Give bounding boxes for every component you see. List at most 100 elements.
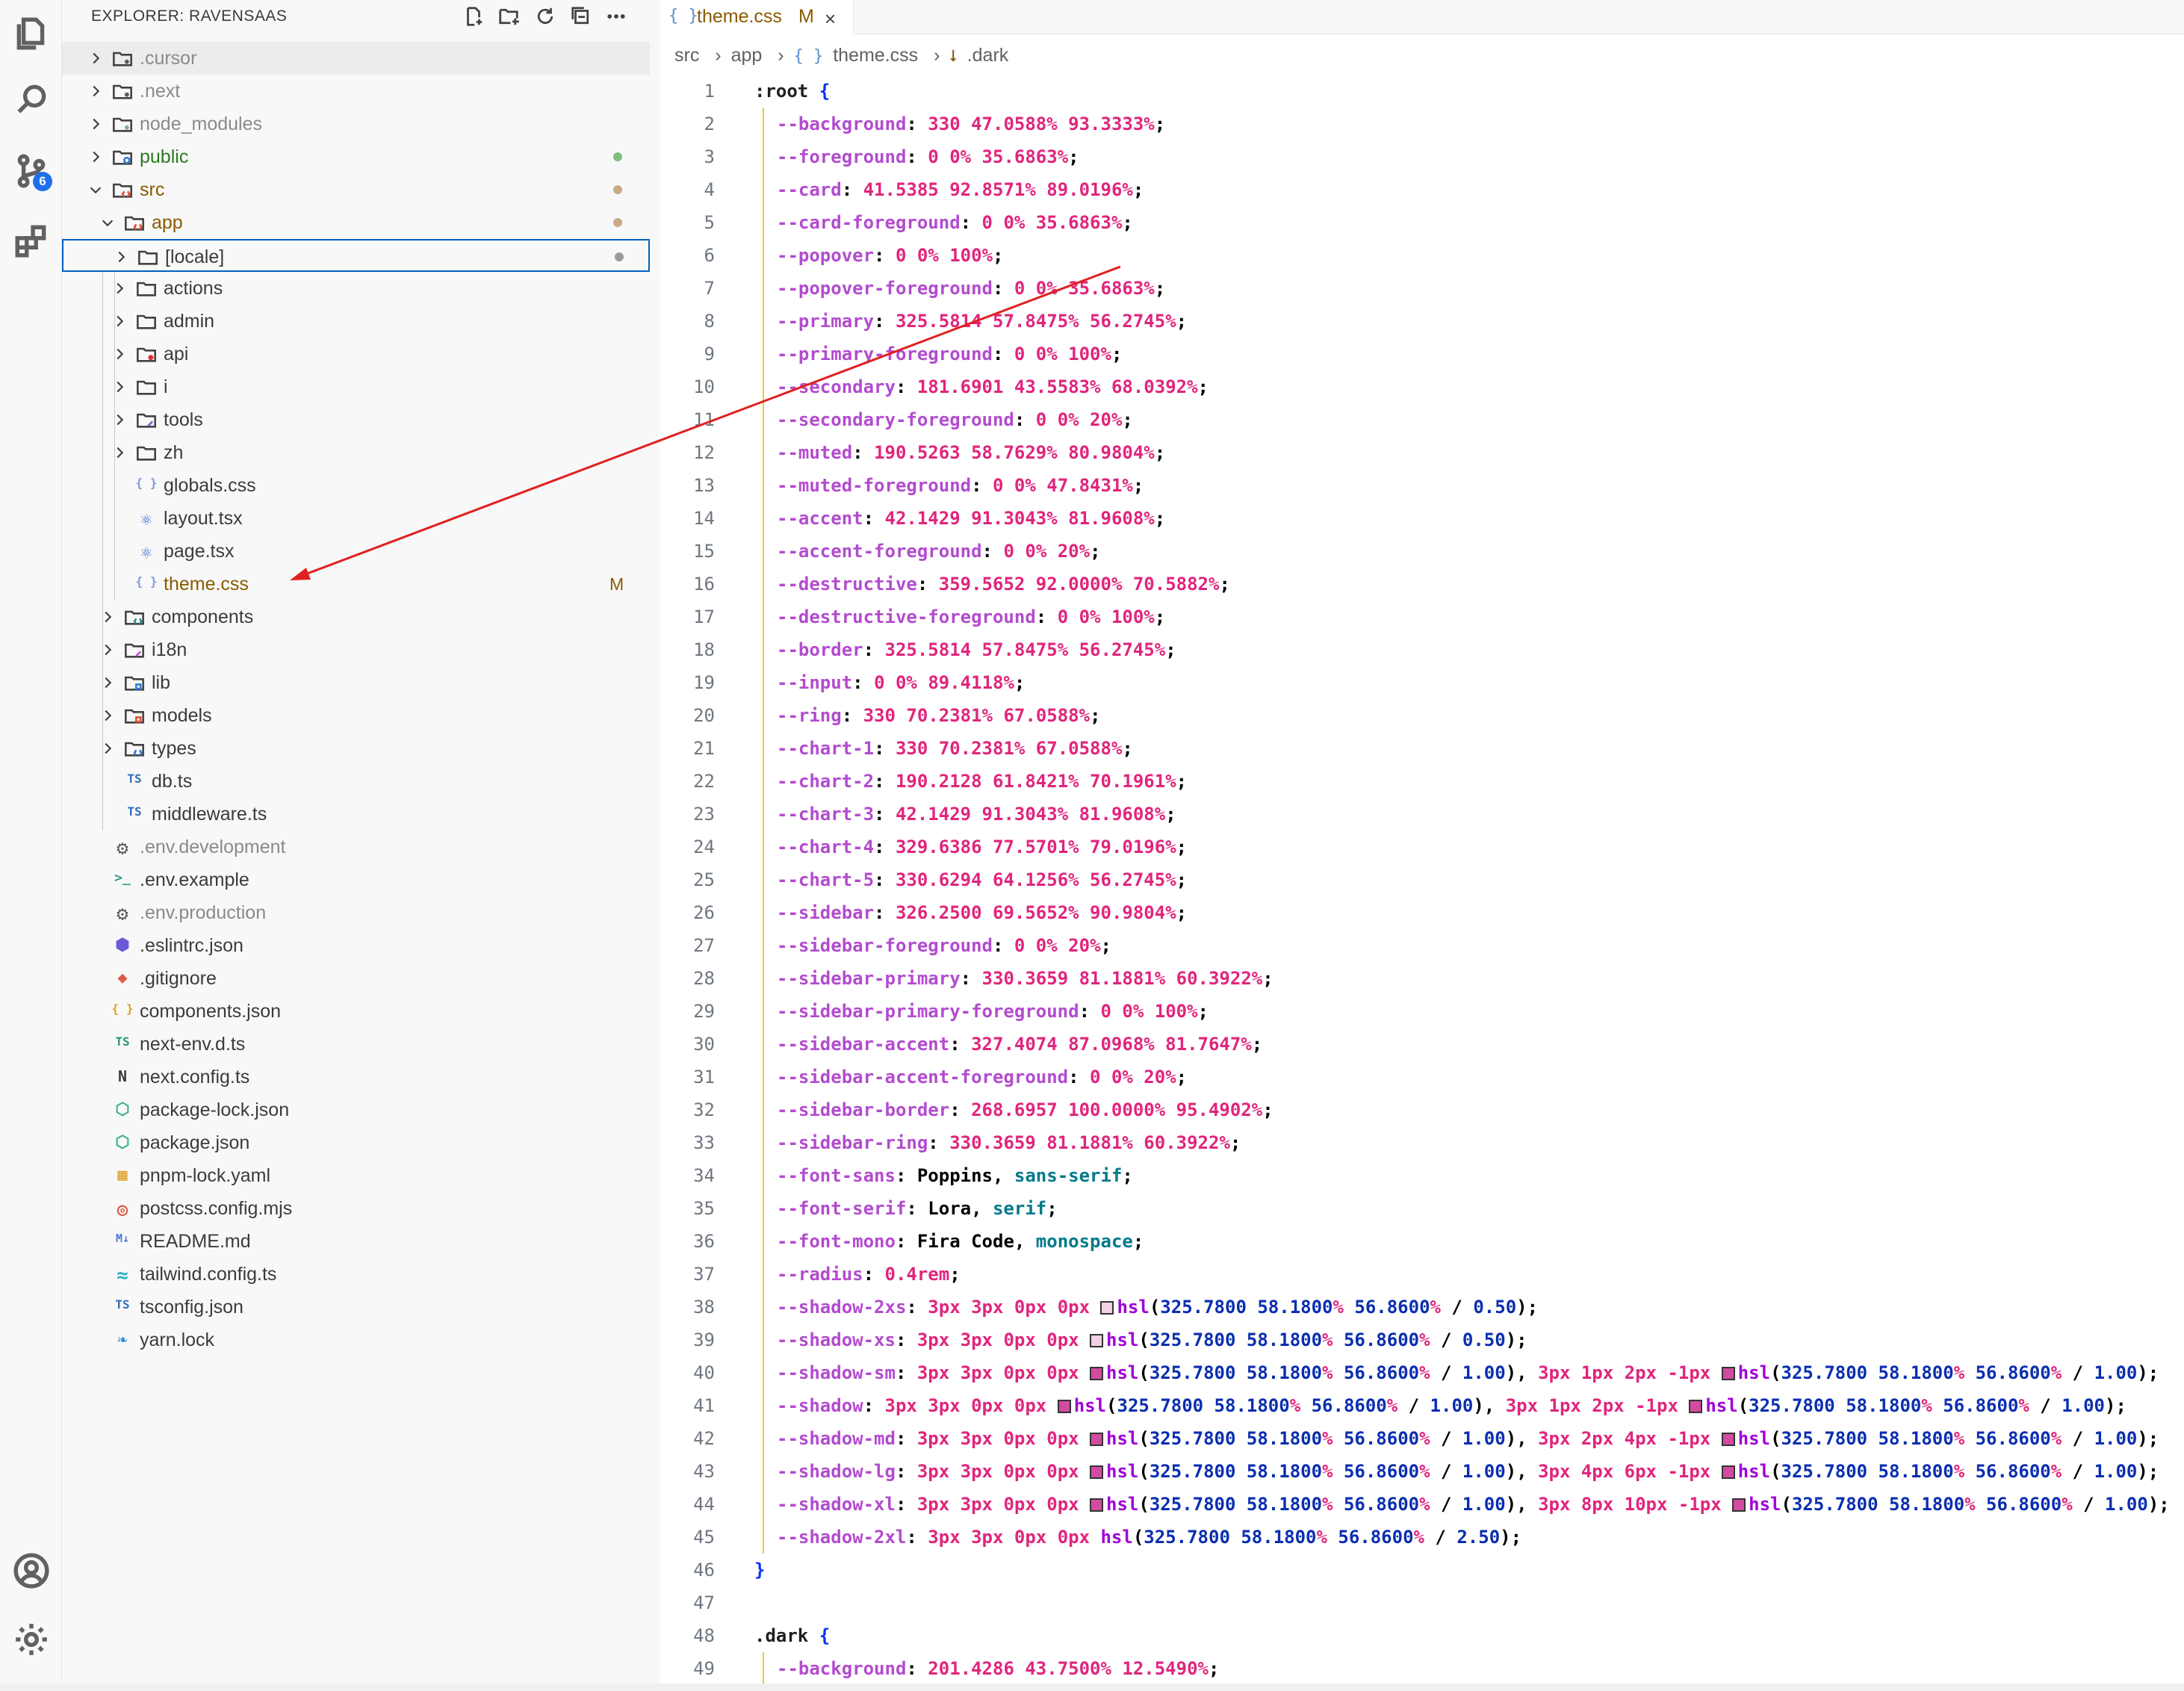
breadcrumb-src[interactable]: src — [674, 45, 700, 66]
color-swatch[interactable] — [1689, 1400, 1703, 1413]
tree-folder-src[interactable]: src — [62, 173, 650, 206]
tree-item-label: public — [140, 146, 189, 167]
close-icon[interactable]: × — [825, 7, 837, 30]
tree-file-postcss-config-mjs[interactable]: ◎postcss.config.mjs — [62, 1192, 650, 1225]
collapse-all-icon[interactable] — [566, 3, 596, 30]
tree-file-pnpm-lock-yaml[interactable]: ▦pnpm-lock.yaml — [62, 1159, 650, 1192]
tab-theme-css[interactable]: { } theme.css M × — [660, 0, 854, 34]
breadcrumb-selector[interactable]: .dark — [967, 45, 1009, 66]
color-swatch[interactable] — [1057, 1400, 1071, 1413]
chevron-right-icon[interactable] — [111, 346, 128, 362]
color-swatch[interactable] — [1100, 1301, 1114, 1315]
code-token: : — [863, 1395, 885, 1416]
code-token: ; — [1122, 409, 1133, 430]
chevron-right-icon[interactable] — [99, 609, 116, 625]
chevron-right-icon[interactable] — [87, 50, 104, 66]
chevron-right-icon[interactable] — [113, 249, 129, 265]
source-control-icon[interactable]: 6 — [0, 137, 62, 205]
tree-folder-locale[interactable]: [locale] — [62, 239, 650, 272]
breadcrumb-app[interactable]: app — [730, 45, 763, 66]
chevron-right-icon[interactable] — [87, 116, 104, 132]
tree-folder-i[interactable]: i — [62, 370, 650, 403]
breadcrumb-file[interactable]: theme.css — [833, 45, 919, 66]
refresh-icon[interactable] — [530, 3, 560, 30]
tree-folder-node-modules[interactable]: node_modules — [62, 108, 650, 140]
more-icon[interactable] — [601, 3, 631, 30]
chevron-right-icon[interactable] — [87, 83, 104, 99]
color-swatch[interactable] — [1090, 1433, 1104, 1446]
chevron-down-icon[interactable] — [87, 181, 104, 198]
extensions-icon[interactable] — [0, 208, 62, 275]
code-token: 359.5652 92.0000 — [938, 574, 1111, 595]
tree-folder-tools[interactable]: tools — [62, 403, 650, 436]
chevron-right-icon[interactable] — [99, 674, 116, 691]
markdown-icon: M↓ — [115, 1232, 130, 1245]
color-swatch[interactable] — [1721, 1465, 1735, 1479]
code-token: % — [1333, 1297, 1344, 1318]
chevron-right-icon[interactable] — [99, 707, 116, 724]
tree-folder-cursor[interactable]: .cursor — [62, 42, 650, 75]
tree-folder-next[interactable]: .next — [62, 75, 650, 108]
tree-file-layout-tsx[interactable]: ⚛layout.tsx — [62, 502, 650, 535]
tree-file-page-tsx[interactable]: ⚛page.tsx — [62, 535, 650, 568]
tree-file-package-lock-json[interactable]: ⬡package-lock.json — [62, 1093, 650, 1126]
tree-folder-app[interactable]: app — [62, 206, 650, 239]
chevron-right-icon[interactable] — [111, 412, 128, 428]
tree-folder-types[interactable]: types — [62, 732, 650, 765]
tree-folder-components[interactable]: components — [62, 601, 650, 633]
account-icon[interactable] — [0, 1537, 62, 1604]
new-folder-icon[interactable] — [494, 3, 524, 30]
color-swatch[interactable] — [1721, 1367, 1735, 1380]
code-token: ; — [1154, 278, 1166, 299]
files-icon[interactable] — [0, 0, 62, 67]
chevron-right-icon[interactable] — [111, 280, 128, 297]
chevron-right-icon[interactable] — [99, 642, 116, 658]
code-token: 56.8600 — [1964, 1362, 2051, 1383]
color-swatch[interactable] — [1090, 1367, 1104, 1380]
color-swatch[interactable] — [1721, 1433, 1735, 1446]
search-icon[interactable] — [0, 66, 62, 133]
tree-folder-public[interactable]: public — [62, 140, 650, 173]
tree-file-globals-css[interactable]: { }globals.css — [62, 469, 650, 502]
tree-folder-lib[interactable]: lib — [62, 666, 650, 699]
tree-file-env-example[interactable]: >_.env.example — [62, 863, 650, 896]
color-swatch[interactable] — [1090, 1498, 1104, 1512]
chevron-right-icon[interactable] — [87, 149, 104, 165]
chevron-down-icon[interactable] — [99, 214, 116, 231]
tree-folder-zh[interactable]: zh — [62, 436, 650, 469]
tree-file-components-json[interactable]: { }components.json — [62, 995, 650, 1028]
folder-icon — [135, 376, 158, 398]
tree-folder-i18n[interactable]: i18n — [62, 633, 650, 666]
tree-file-yarn-lock[interactable]: ❧yarn.lock — [62, 1324, 650, 1356]
code-token: 325.5814 57.8475 — [884, 639, 1058, 660]
code-token: % — [1144, 508, 1155, 529]
chevron-right-icon[interactable] — [111, 313, 128, 329]
tree-file-readme-md[interactable]: M↓README.md — [62, 1225, 650, 1258]
chevron-right-icon[interactable] — [99, 740, 116, 757]
color-swatch[interactable] — [1090, 1334, 1104, 1347]
tree-file-package-json[interactable]: ⬡package.json — [62, 1126, 650, 1159]
tree-folder-api[interactable]: api — [62, 338, 650, 370]
tree-folder-admin[interactable]: admin — [62, 305, 650, 338]
new-file-icon[interactable] — [459, 3, 488, 30]
chevron-right-icon[interactable] — [111, 444, 128, 461]
tree-file-eslintrc-json[interactable]: ⬢.eslintrc.json — [62, 929, 650, 962]
color-swatch[interactable] — [1090, 1465, 1104, 1479]
tree-file-gitignore[interactable]: ◆.gitignore — [62, 962, 650, 995]
color-swatch[interactable] — [1732, 1498, 1746, 1512]
tree-file-env-production[interactable]: ⚙.env.production — [62, 896, 650, 929]
code-token: 0 0 — [993, 475, 1026, 496]
tree-folder-actions[interactable]: actions — [62, 272, 650, 305]
chevron-right-icon[interactable] — [111, 379, 128, 395]
settings-icon[interactable] — [0, 1606, 62, 1673]
tree-file-tailwind-config-ts[interactable]: ≈tailwind.config.ts — [62, 1258, 650, 1291]
tree-item-label: tsconfig.json — [140, 1297, 243, 1318]
tree-folder-models[interactable]: models — [62, 699, 650, 732]
tree-file-env-development[interactable]: ⚙.env.development — [62, 831, 650, 863]
